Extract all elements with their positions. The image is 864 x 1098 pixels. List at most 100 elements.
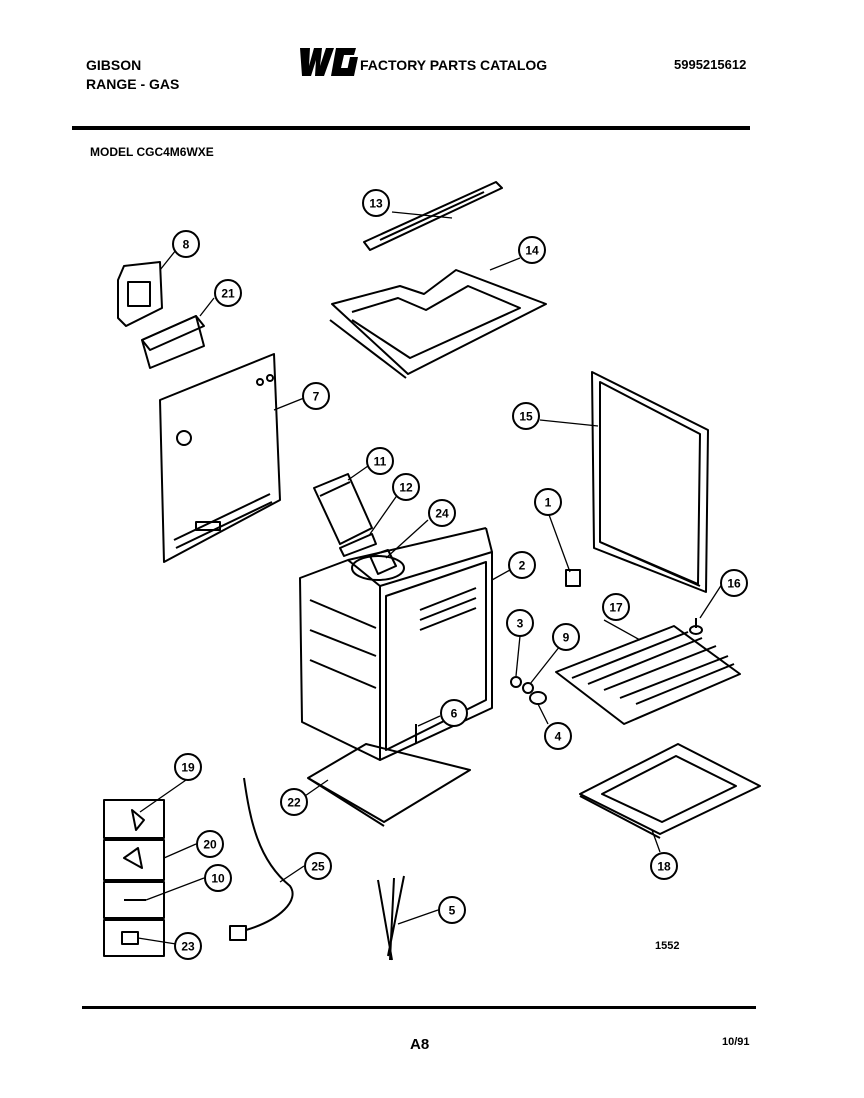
callout-10: 10 [204,864,232,892]
part-valve-3 [510,676,522,688]
callout-circle [544,722,572,750]
callout-label: 3 [517,617,524,631]
callout-19: 19 [174,753,202,781]
callout-4: 4 [544,722,572,750]
callout-label: 15 [519,410,533,424]
catalog-title: FACTORY PARTS CATALOG [360,57,548,73]
callout-label: 17 [609,601,623,615]
part-burner-24 [351,549,405,581]
callout-13: 13 [362,189,390,217]
part-burner-12 [339,533,377,557]
catalog-part-number: 5995215612 [674,57,747,72]
callout-circle [304,852,332,880]
callout-25: 25 [304,852,332,880]
wci-logo [300,48,358,76]
part-oven-body-2 [299,527,493,761]
callout-22: 22 [280,788,308,816]
part-valve-9 [522,682,534,694]
callout-11: 11 [366,447,394,475]
callout-circle [512,402,540,430]
callout-label: 23 [181,940,195,954]
part-power-cord-25 [229,777,294,941]
part-foot-16 [689,618,703,635]
callout-17: 17 [602,593,630,621]
callout-circle [552,623,580,651]
diagram-number: 1552 [655,940,680,952]
callout-circle [172,230,200,258]
callout-circle [362,189,390,217]
callout-label: 19 [181,761,195,775]
callout-circle [508,551,536,579]
callout-circle [196,830,224,858]
callout-label: 4 [555,730,562,744]
callout-15: 15 [512,402,540,430]
callout-label: 6 [451,707,458,721]
callout-label: 2 [519,559,526,573]
callout-20: 20 [196,830,224,858]
part-oven-rack-17 [555,625,741,725]
callout-2: 2 [508,551,536,579]
callout-label: 13 [369,197,383,211]
part-clip-1 [565,569,581,587]
part-broiler-pan-18 [579,743,761,839]
callout-circle [214,279,242,307]
callout-circle [366,447,394,475]
part-cooktop-14 [329,269,547,379]
callout-label: 22 [287,796,301,810]
callout-18: 18 [650,852,678,880]
part-boxes-small [103,799,165,957]
callout-5: 5 [438,896,466,924]
callout-circle [440,699,468,727]
callout-9: 9 [552,623,580,651]
part-back-panel-7 [159,353,281,563]
model-label: MODEL CGC4M6WXE [90,145,214,159]
callout-circle [392,473,420,501]
part-bottom-22 [307,743,471,827]
callout-6: 6 [440,699,468,727]
page-number: A8 [410,1036,430,1053]
callout-circle [428,499,456,527]
callout-12: 12 [392,473,420,501]
callout-14: 14 [518,236,546,264]
callout-label: 7 [313,390,320,404]
callout-label: 21 [221,287,235,301]
callout-23: 23 [174,932,202,960]
part-bracket-21 [141,315,205,369]
callout-label: 24 [435,507,449,521]
callout-circle [650,852,678,880]
part-box-8 [117,261,163,327]
callout-7: 7 [302,382,330,410]
brand-name: GIBSON [86,57,142,73]
callout-label: 11 [374,455,387,469]
callout-circle [720,569,748,597]
callout-circle [518,236,546,264]
footer-divider [82,1006,756,1009]
callout-3: 3 [506,609,534,637]
callout-label: 9 [563,631,570,645]
brand-block: GIBSON RANGE - GAS [86,56,179,94]
callout-16: 16 [720,569,748,597]
callout-8: 8 [172,230,200,258]
header-divider [72,126,750,130]
product-type: RANGE - GAS [86,76,180,92]
callout-1: 1 [534,488,562,516]
callout-circle [280,788,308,816]
callout-circle [302,382,330,410]
callout-label: 8 [183,238,190,252]
callout-label: 16 [727,577,741,591]
callout-label: 5 [449,904,456,918]
callout-label: 14 [525,244,539,258]
callout-circle [174,753,202,781]
callout-label: 12 [399,481,413,495]
callout-label: 25 [311,860,325,874]
callout-21: 21 [214,279,242,307]
revision-date: 10/91 [722,1036,750,1048]
callout-label: 1 [545,496,552,510]
callout-label: 18 [657,860,671,874]
callout-circle [506,609,534,637]
callout-circle [174,932,202,960]
callout-circle [438,896,466,924]
part-bracket-11 [313,473,373,545]
